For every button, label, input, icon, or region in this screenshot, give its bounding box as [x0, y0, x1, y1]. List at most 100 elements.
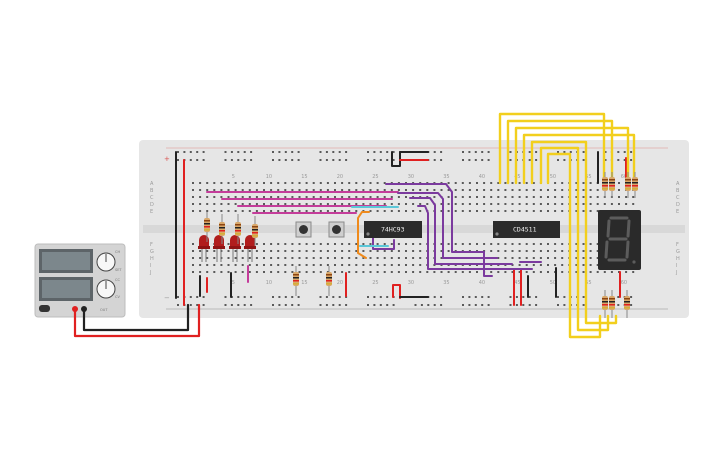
psu-label-cc: CC: [115, 278, 120, 282]
column-number-top: 50: [550, 174, 556, 180]
column-number-top: 55: [585, 174, 591, 180]
resistor-icon[interactable]: [609, 290, 615, 318]
row-letter-left: F: [150, 242, 153, 248]
row-letter-right: G: [676, 249, 680, 255]
row-letter-right: E: [676, 209, 679, 215]
column-number-bottom: 15: [301, 280, 307, 286]
column-number-bottom: 60: [621, 280, 627, 286]
wire-red-bottom-link[interactable]: [392, 284, 401, 299]
row-letter-left: D: [150, 202, 154, 208]
column-number-top: 25: [372, 174, 378, 180]
wire-purple-5[interactable]: [372, 237, 395, 250]
wire-yellow-7[interactable]: [546, 152, 602, 339]
column-number-top: 45: [514, 174, 520, 180]
column-number-bottom: 20: [337, 280, 343, 286]
column-number-top: 30: [408, 174, 414, 180]
psu-output-label: OUT: [100, 308, 108, 312]
row-letter-left: I: [150, 263, 151, 269]
column-number-bottom: 5: [232, 280, 235, 286]
wires[interactable]: [73, 112, 636, 339]
wire-yellow-4[interactable]: [522, 133, 636, 185]
column-number-bottom: 35: [443, 280, 449, 286]
column-number-top: 10: [266, 174, 272, 180]
column-number-bottom: 40: [479, 280, 485, 286]
column-number-bottom: 55: [585, 280, 591, 286]
row-letter-right: D: [676, 202, 680, 208]
psu-label-set: SET: [115, 268, 122, 272]
row-letter-right: J: [675, 270, 677, 276]
resistor-icon[interactable]: [625, 172, 631, 198]
wire-supply-black[interactable]: [82, 303, 190, 332]
resistor-group[interactable]: [204, 172, 638, 318]
wire-purple-6[interactable]: [483, 251, 493, 277]
row-letter-right: F: [676, 242, 679, 248]
led-icon[interactable]: [198, 235, 210, 262]
wire-yellow-6[interactable]: [539, 146, 610, 332]
resistor-icon[interactable]: [624, 290, 630, 318]
row-letter-left: B: [150, 188, 154, 194]
seven-segment-display-icon: [604, 216, 631, 262]
psu-power-switch[interactable]: [39, 305, 50, 312]
row-letter-right: I: [676, 263, 677, 269]
column-numbers: 5510101515202025253030353540404545505055…: [232, 174, 627, 286]
chip-74hc93-label: 74HC93: [381, 226, 405, 234]
wire-yellow-2[interactable]: [506, 119, 614, 185]
chip-cd4511-label: CD4511: [513, 226, 537, 234]
power-supply[interactable]: CH SET CC CV OUT: [34, 243, 126, 318]
wire-supply-red[interactable]: [73, 303, 201, 338]
psu-label-cv: CV: [115, 295, 120, 299]
row-letter-right: C: [676, 195, 680, 201]
rail-symbols: + −: [164, 155, 170, 302]
resistor-icon[interactable]: [326, 266, 332, 296]
wire-orange[interactable]: [357, 211, 370, 259]
column-number-bottom: 10: [266, 280, 272, 286]
column-number-top: 40: [479, 174, 485, 180]
column-number-bottom: 30: [408, 280, 414, 286]
row-letter-left: H: [150, 256, 154, 262]
resistor-icon[interactable]: [204, 212, 210, 242]
column-number-bottom: 45: [514, 280, 520, 286]
resistor-icon[interactable]: [632, 172, 638, 198]
column-number-top: 5: [232, 174, 235, 180]
row-letter-left: J: [149, 270, 151, 276]
wire-yellow-5[interactable]: [530, 140, 618, 325]
column-number-top: 20: [337, 174, 343, 180]
chip-74hc93[interactable]: 74HC93: [364, 221, 422, 238]
row-letter-right: A: [676, 181, 680, 187]
resistor-icon[interactable]: [252, 216, 258, 246]
pushbutton-1[interactable]: [295, 221, 312, 238]
seven-segment-display[interactable]: [598, 210, 641, 270]
resistor-icon[interactable]: [602, 172, 608, 198]
row-letter-right: B: [676, 188, 680, 194]
wire-purple-4[interactable]: [417, 205, 533, 270]
row-letter-left: G: [150, 249, 154, 255]
pushbutton-2[interactable]: [328, 221, 345, 238]
column-number-bottom: 50: [550, 280, 556, 286]
wire-purple-3[interactable]: [409, 197, 513, 265]
column-number-top: 60: [621, 174, 627, 180]
resistor-icon[interactable]: [609, 172, 615, 198]
chip-cd4511[interactable]: CD4511: [493, 221, 560, 238]
psu-label-ch: CH: [115, 250, 120, 254]
column-number-top: 35: [443, 174, 449, 180]
led-icon[interactable]: [244, 235, 256, 262]
resistor-icon[interactable]: [235, 214, 241, 244]
row-letter-left: E: [150, 209, 153, 215]
row-letter-right: H: [676, 256, 680, 262]
column-number-top: 15: [301, 174, 307, 180]
rail-minus-symbol-bottom: −: [164, 294, 170, 302]
wire-purple-2[interactable]: [397, 192, 498, 259]
power-rails: [166, 147, 668, 310]
wire-yellow-1[interactable]: [498, 112, 606, 185]
wire-purple-1[interactable]: [385, 183, 485, 253]
rail-plus-symbol-top: +: [164, 155, 170, 163]
row-letter-left: A: [150, 181, 154, 187]
row-letter-left: C: [150, 195, 154, 201]
column-number-bottom: 25: [372, 280, 378, 286]
resistor-icon[interactable]: [293, 266, 299, 296]
resistor-icon[interactable]: [602, 290, 608, 318]
wire-yellow-3[interactable]: [514, 126, 630, 185]
resistor-icon[interactable]: [219, 214, 225, 244]
